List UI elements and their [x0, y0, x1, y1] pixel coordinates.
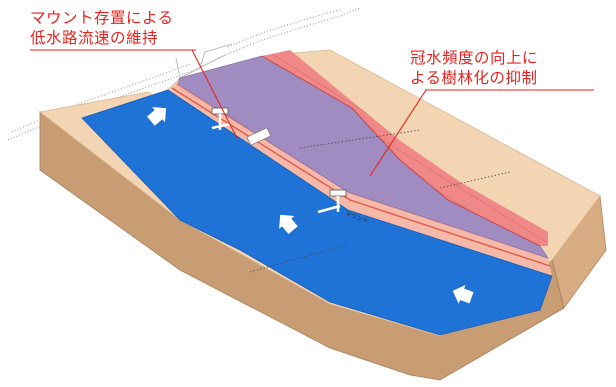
low-water-channel	[81, 89, 553, 336]
embankment-hatch	[262, 50, 548, 246]
background-solid-lines	[175, 43, 233, 79]
flow-arrow-lower	[452, 284, 474, 304]
annotation-leaders	[30, 49, 594, 177]
annotation-right-line2: よる樹林化の抑制	[410, 69, 538, 87]
flow-arrow-middle	[279, 214, 298, 234]
flow-arrow-upper	[147, 107, 167, 126]
bank-slope-line	[171, 87, 551, 267]
annotation-right-line1: 冠水頻度の向上に	[410, 49, 539, 67]
annotation-left-line2: 低水路流速の維持	[30, 29, 159, 47]
embankment-edge	[261, 55, 541, 247]
mount-sign-upper	[211, 107, 272, 146]
annotation-forestation-suppression: 冠水頻度の向上に よる樹林化の抑制	[410, 48, 538, 88]
measurement-lines	[249, 129, 511, 273]
annotation-left-line1: マウント存置による	[30, 9, 174, 27]
annotation-mount-retention: マウント存置による 低水路流速の維持	[30, 8, 174, 48]
